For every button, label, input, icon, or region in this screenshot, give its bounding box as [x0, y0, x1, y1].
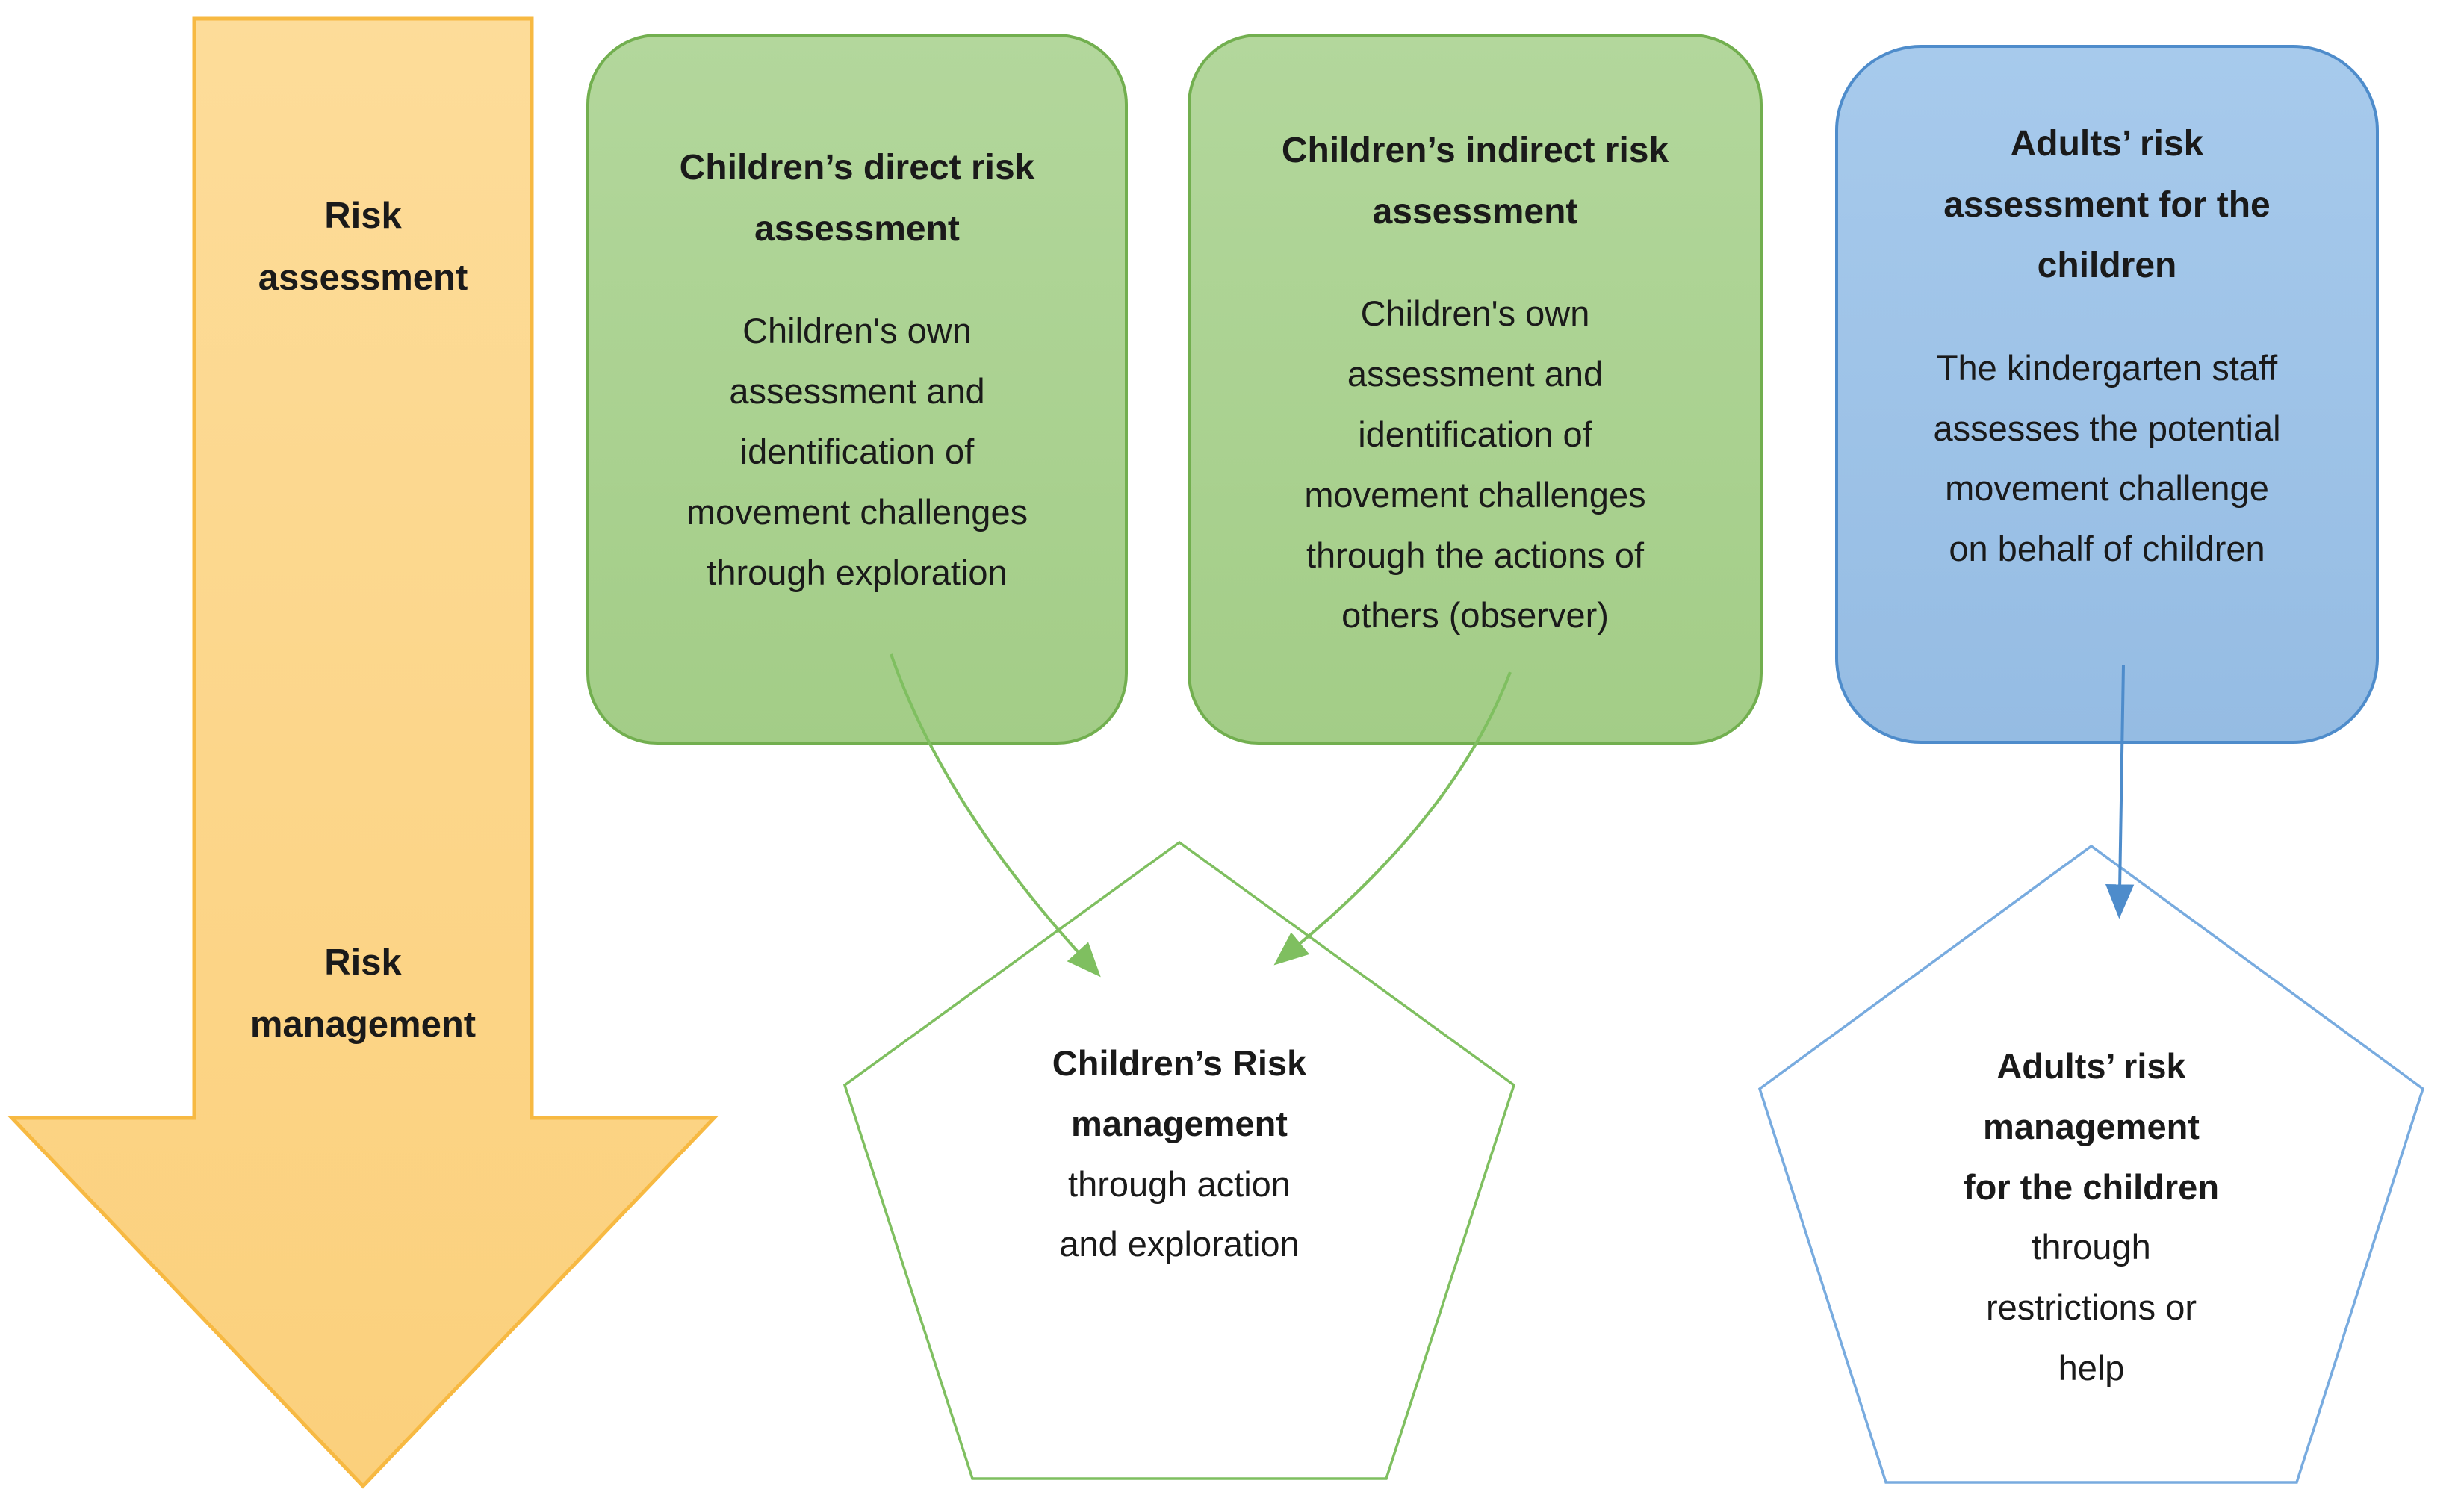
risk-process-down-arrow-shape — [7, 16, 719, 1489]
card-title: Adults’ risk assessment for the children — [1838, 114, 2376, 296]
body-line: through exploration — [707, 552, 1008, 592]
card-children-indirect-risk-assessment: Children’s indirect risk assessment Chil… — [1188, 34, 1763, 745]
card-adults-risk-assessment: Adults’ risk assessment for the children… — [1835, 45, 2379, 744]
adults-risk-pentagon-shape — [1757, 844, 2425, 1484]
card-children-direct-risk-assessment: Children’s direct risk assessment Childr… — [586, 34, 1128, 745]
label-line: restrictions or — [1985, 1287, 2197, 1328]
body-line: movement challenge — [1945, 468, 2269, 509]
body-line: assessment and — [1347, 354, 1604, 394]
card-body: Children's own assessment and identifica… — [1191, 284, 1760, 646]
label-line: assessment — [258, 258, 468, 299]
body-line: assessment and — [729, 371, 985, 411]
body-line: on behalf of children — [1949, 529, 2265, 569]
label-line: Risk — [324, 942, 402, 983]
title-line: assessment for the — [1943, 184, 2271, 225]
label-line: through — [2032, 1227, 2151, 1267]
title-line: Adults’ risk — [2010, 124, 2204, 164]
label-line: Children’s Risk — [1052, 1043, 1307, 1083]
body-line: through the actions of — [1306, 535, 1645, 575]
title-line: children — [2037, 246, 2177, 286]
card-body: Children's own assessment and identifica… — [589, 301, 1125, 603]
risk-management-label: Risk management — [194, 932, 532, 1057]
children-risk-management-label: Children’s Risk management through actio… — [918, 1034, 1441, 1275]
body-line: movement challenges — [686, 491, 1028, 532]
title-line: assessment — [754, 208, 960, 249]
body-line: assesses the potential — [1933, 408, 2281, 448]
title-line: Children’s indirect risk — [1281, 131, 1669, 170]
adults-risk-management-label: Adults’ risk management for the children… — [1830, 1037, 2353, 1399]
label-line: and exploration — [1059, 1224, 1300, 1264]
label-line: management — [1071, 1103, 1288, 1143]
card-title: Children’s direct risk assessment — [589, 137, 1125, 259]
label-line: management — [1983, 1106, 2200, 1146]
body-line: The kindergarten staff — [1936, 347, 2278, 388]
label-line: Adults’ risk — [1996, 1046, 2186, 1086]
label-line: management — [249, 1004, 477, 1045]
risk-assessment-label: Risk assessment — [194, 185, 532, 310]
body-line: identification of — [1358, 414, 1592, 454]
body-line: identification of — [739, 431, 975, 471]
label-line: for the children — [1963, 1166, 2220, 1207]
label-line: through action — [1068, 1163, 1291, 1204]
label-line: help — [2058, 1348, 2125, 1388]
body-line: others (observer) — [1341, 595, 1609, 635]
card-title: Children’s indirect risk assessment — [1191, 120, 1760, 242]
body-line: Children's own — [1360, 293, 1590, 334]
title-line: Children’s direct risk — [679, 148, 1035, 187]
label-line: Risk — [324, 196, 402, 236]
body-line: movement challenges — [1304, 474, 1646, 515]
children-risk-pentagon-shape — [842, 840, 1516, 1480]
body-line: Children's own — [742, 311, 972, 351]
card-body: The kindergarten staff assesses the pote… — [1838, 338, 2376, 579]
title-line: assessment — [1372, 191, 1578, 231]
